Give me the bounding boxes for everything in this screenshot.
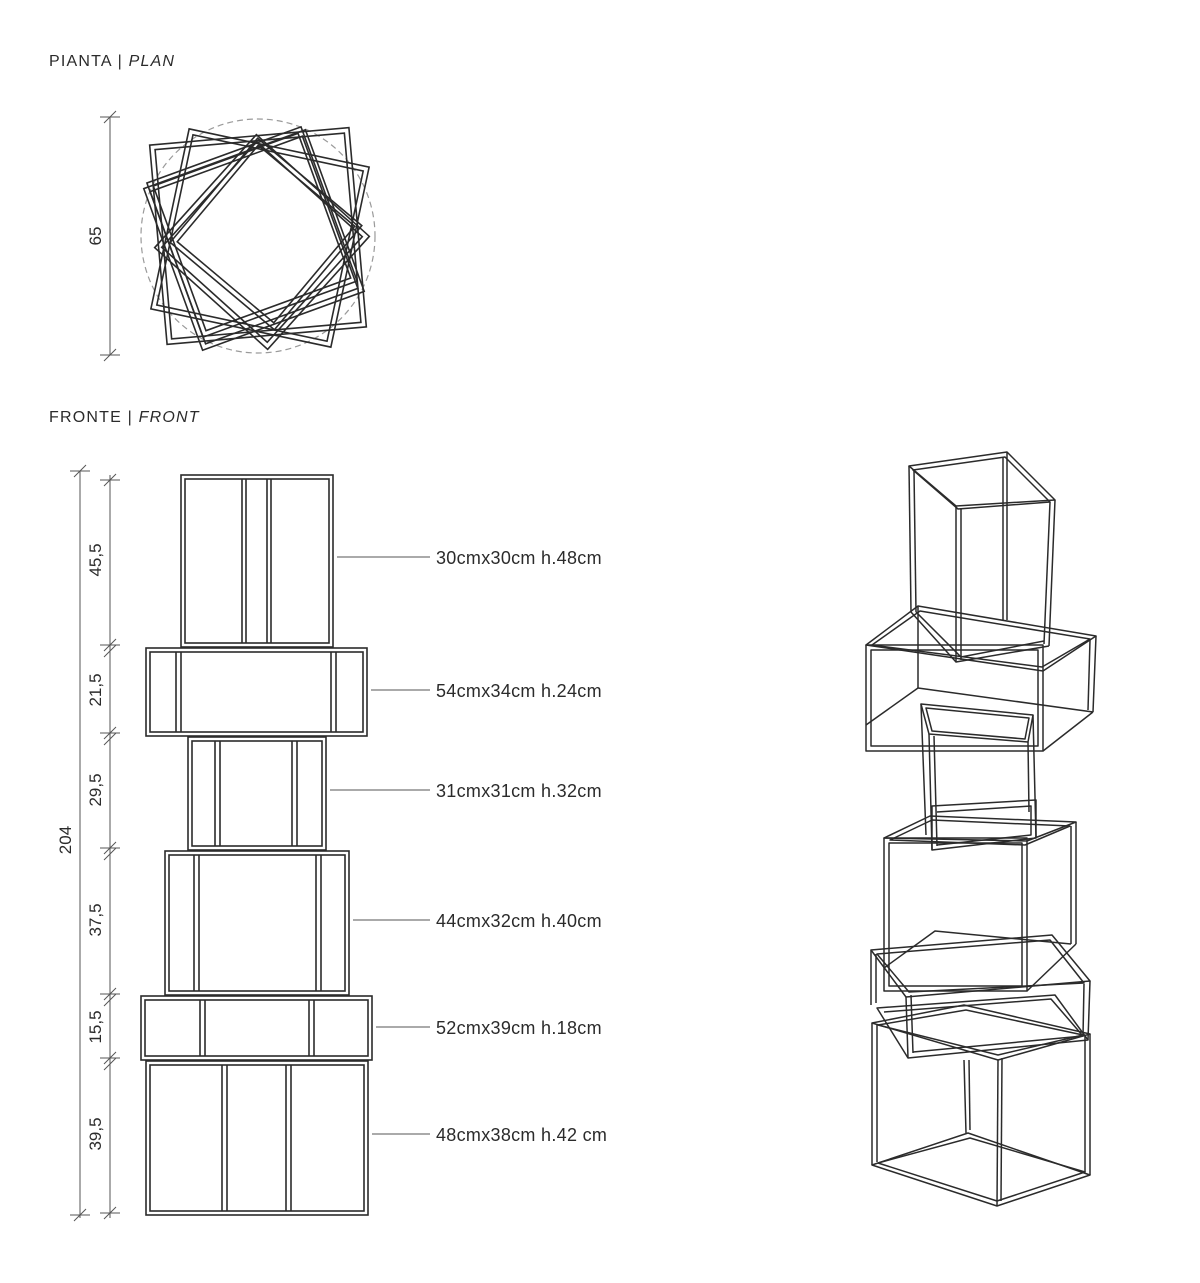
- plan-guide-circle: [140, 118, 376, 354]
- front-total-dimension: [70, 464, 90, 1222]
- callout-leaders: [330, 556, 430, 1135]
- perspective-view: [865, 451, 1097, 1207]
- plan-frame-5-outer: [148, 126, 368, 346]
- module-1-frame: [145, 647, 368, 737]
- module-5-frame: [145, 1060, 369, 1216]
- perspective-cube-0: [908, 451, 1056, 663]
- module-slash-1a: [103, 638, 117, 652]
- module-slash-5b: [103, 1057, 117, 1071]
- module-3-frame: [164, 850, 350, 996]
- perspective-cube-2: [920, 703, 1037, 851]
- module-slash-4a: [103, 987, 117, 1001]
- module-0-height-label: 45,5: [86, 543, 105, 576]
- module-1-height-label: 21,5: [86, 673, 105, 706]
- module-0-frame: [180, 474, 334, 648]
- module-slash-2a: [103, 726, 117, 740]
- plan-diameter-label: 65: [86, 227, 105, 246]
- callout-label-4: 52cmx39cm h.18cm: [436, 1018, 602, 1038]
- perspective-cube-1: [865, 605, 1097, 752]
- plan-heading: PIANTA | PLAN: [49, 53, 175, 71]
- front-heading-sep: |: [127, 409, 133, 426]
- module-4-height-label: 15,5: [86, 1010, 105, 1043]
- plan-heading-sep: |: [117, 53, 123, 70]
- module-2-frame: [187, 736, 327, 851]
- module-slash-1b: [103, 644, 117, 658]
- plan-frame-5-inner: [154, 132, 362, 340]
- total-slash-top: [73, 464, 87, 478]
- module-slash-4b: [103, 993, 117, 1007]
- perspective-cube-3: [883, 815, 1077, 992]
- plan-heading-italic: PLAN: [128, 53, 176, 70]
- front-elevation: [140, 474, 373, 1216]
- plan-heading-main: PIANTA: [49, 53, 112, 70]
- plan-frame-2-outer: [169, 137, 363, 331]
- front-heading-italic: FRONT: [138, 409, 200, 426]
- plan-frame-3-inner: [160, 140, 364, 344]
- plan-frame-4-inner: [149, 135, 359, 345]
- plan-drawing: [140, 118, 376, 354]
- plan-frames: [142, 125, 371, 352]
- plan-dimension: [100, 110, 120, 362]
- callout-label-1: 54cmx34cm h.24cm: [436, 681, 602, 701]
- total-height-label: 204: [56, 826, 75, 854]
- perspective-cube-5: [871, 1004, 1091, 1207]
- module-dimension: [100, 473, 120, 1220]
- total-slash-bottom: [73, 1208, 87, 1222]
- callout-label-2: 31cmx31cm h.32cm: [436, 781, 602, 801]
- module-slash-3a: [103, 841, 117, 855]
- module-slash-2b: [103, 732, 117, 746]
- module-3-height-label: 37,5: [86, 903, 105, 936]
- callout-label-0: 30cmx30cm h.48cm: [436, 548, 602, 568]
- front-heading-main: FRONTE: [49, 409, 122, 426]
- plan-dimension-slash-top: [103, 110, 117, 124]
- callout-label-5: 48cmx38cm h.42 cm: [436, 1125, 607, 1145]
- module-slash-5a: [103, 1051, 117, 1065]
- plan-frame-4-outer: [142, 128, 366, 352]
- module-slash-end: [103, 1206, 117, 1220]
- module-slash-3b: [103, 847, 117, 861]
- module-4-frame: [140, 995, 373, 1061]
- front-heading: FRONTE | FRONT: [49, 409, 200, 427]
- module-5-height-label: 39,5: [86, 1117, 105, 1150]
- module-slash-0: [103, 473, 117, 487]
- callout-label-3: 44cmx32cm h.40cm: [436, 911, 602, 931]
- module-2-height-label: 29,5: [86, 773, 105, 806]
- plan-dimension-slash-bottom: [103, 348, 117, 362]
- plan-frame-3-outer: [153, 133, 371, 351]
